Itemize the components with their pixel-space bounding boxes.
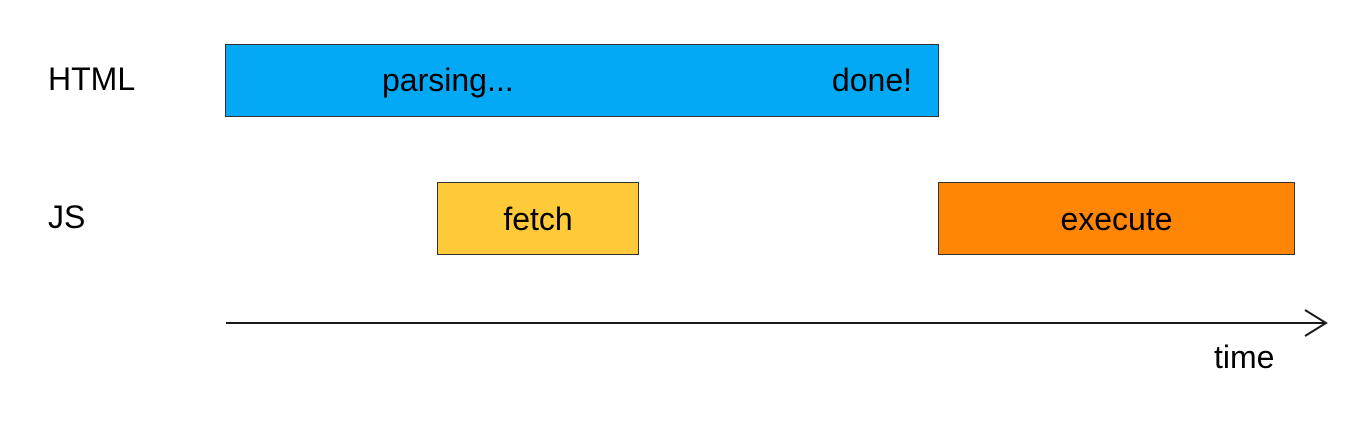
row-label-js: JS	[48, 199, 86, 235]
row-label-html: HTML	[48, 61, 136, 97]
js-fetch-bar: fetch	[437, 182, 639, 255]
time-axis-label: time	[1214, 339, 1275, 375]
time-axis-arrowhead-icon	[1304, 309, 1328, 337]
parsing-label: parsing...	[382, 62, 514, 98]
js-execute-bar: execute	[938, 182, 1295, 255]
execute-label: execute	[1060, 200, 1173, 237]
fetch-label: fetch	[503, 200, 573, 237]
done-label: done!	[831, 62, 912, 98]
html-parsing-bar: parsing... done!	[225, 44, 939, 117]
